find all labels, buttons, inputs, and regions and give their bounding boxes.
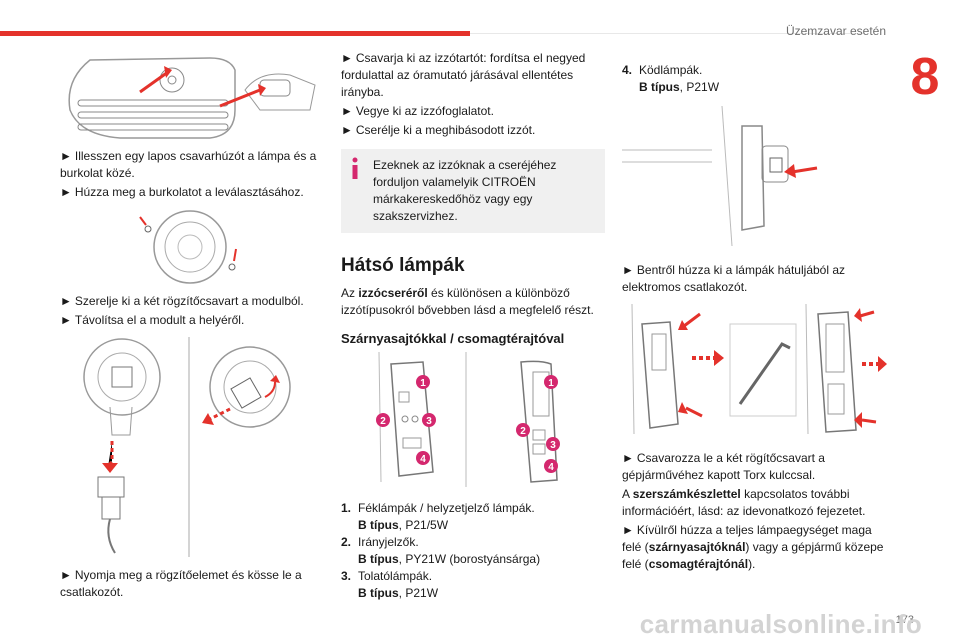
callout-label: 1 [548, 378, 554, 389]
info-text: Ezeknek az izzóknak a cseréjéhez fordulj… [373, 158, 557, 223]
instruction-text: ►Bentről húzza ki a lámpák hátuljából az… [622, 263, 846, 294]
watermark: carmanualsonline.info [639, 609, 922, 639]
page-number: 173 [895, 614, 914, 626]
instruction-text: ►Csavarozza le a két rögítőcsavart a gép… [622, 451, 825, 482]
figure-rear-connector [622, 106, 887, 252]
column-right: 4. Ködlámpák.B típus, P21W ►Bentről húzz… [622, 50, 887, 575]
column-middle: ►Csavarja ki az izzótartót: fordítsa el … [341, 50, 605, 602]
instruction-text: ►Csavarja ki az izzótartót: fordítsa el … [341, 51, 586, 99]
info-box: Ezeknek az izzóknak a cseréjéhez fordulj… [341, 149, 605, 233]
instruction-text: ►Cserélje ki a meghibásodott izzót. [341, 123, 536, 137]
bulb-list-item: 4. Ködlámpák.B típus, P21W [622, 63, 720, 94]
instruction-text: ►Illesszen egy lapos csavarhúzót a lámpa… [60, 149, 317, 180]
instruction-text: ►Szerelje ki a két rögzítőcsavart a modu… [60, 294, 304, 308]
instruction-text: ►Kívülről húzza a teljes lámpaegységet m… [622, 523, 884, 571]
bulb-list-item: 1. Féklámpák / helyzetjelző lámpák.B típ… [341, 501, 535, 532]
section-title: Hátsó lámpák [341, 255, 465, 276]
instruction-text: A szerszámkészlettel kapcsolatos további… [622, 487, 866, 518]
figure-rear-lamp-removal [622, 304, 887, 440]
instruction-text: ►Vegye ki az izzófoglalatot. [341, 104, 494, 118]
subsection-title: Szárnyasajtókkal / csomagtérajtóval [341, 331, 565, 346]
figure-rear-lamps: 1 2 3 4 1 2 3 4 [341, 352, 605, 492]
chapter-title: Üzemzavar esetén [785, 24, 886, 38]
callout-label: 4 [420, 454, 426, 465]
bulb-list-item: 3. Tolatólámpák.B típus, P21W [341, 569, 439, 600]
intro-text: Az izzócseréről és különösen a különböző… [341, 286, 594, 317]
instruction-text: ►Távolítsa el a modult a helyéről. [60, 313, 245, 327]
bulb-list-item: 2. Irányjelzők.B típus, PY21W (borostyán… [341, 535, 541, 566]
callout-label: 1 [420, 378, 426, 389]
instruction-text: ►Húzza meg a burkolatot a leválasztásáho… [60, 185, 304, 199]
top-accent-bar [0, 31, 470, 36]
figure-fog-lamp-screws [60, 207, 322, 287]
info-icon [352, 157, 358, 179]
chapter-number: 8 [910, 48, 940, 106]
figure-fog-lamp-cover [60, 50, 322, 142]
callout-label: 3 [550, 440, 556, 451]
instruction-text: ►Nyomja meg a rögzítőelemet és kösse le … [60, 568, 302, 599]
callout-label: 2 [380, 416, 386, 427]
callout-label: 4 [548, 462, 554, 473]
column-left: ►Illesszen egy lapos csavarhúzót a lámpa… [60, 50, 322, 603]
figure-fog-lamp-connector [60, 337, 322, 561]
callout-label: 2 [520, 426, 526, 437]
callout-label: 3 [426, 416, 432, 427]
top-rule [470, 33, 865, 34]
